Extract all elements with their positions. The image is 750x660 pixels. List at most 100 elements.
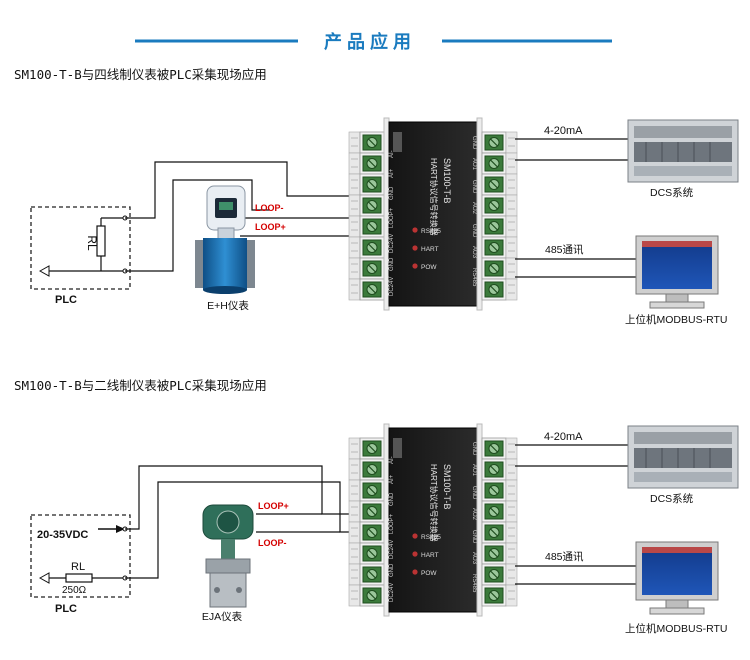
dcs-label: DCS系统 xyxy=(650,492,694,505)
meter-label: EJA仪表 xyxy=(202,610,243,623)
rs485-led-icon xyxy=(412,533,418,539)
meter-label: E+H仪表 xyxy=(207,299,249,312)
led-label-hart: HART xyxy=(421,552,439,559)
voltage-label: 20-35VDC xyxy=(37,529,88,541)
loop-minus-label: LOOP- xyxy=(258,538,287,548)
arrow-icon xyxy=(38,265,50,277)
svg-text:RS485: RS485 xyxy=(471,268,477,287)
plc-box xyxy=(30,206,131,290)
svg-text:AI+: AI+ xyxy=(389,474,395,484)
led-label-pow: POW xyxy=(421,264,437,271)
page-title: 产品应用 xyxy=(324,31,416,52)
svg-text:GND: GND xyxy=(471,530,477,544)
output-label: 4-20mA xyxy=(544,125,583,137)
svg-text:GND: GND xyxy=(471,136,477,150)
resistor-label: RL xyxy=(71,561,85,573)
svg-text:AO3: AO3 xyxy=(471,246,477,259)
pc-computer-icon xyxy=(635,541,719,615)
svg-text:AO1: AO1 xyxy=(471,464,477,477)
plc-box xyxy=(30,514,131,598)
svg-text:DC24V: DC24V xyxy=(389,583,395,602)
module-name: HART协议信号转换器 xyxy=(429,464,439,542)
module-name: HART协议信号转换器 xyxy=(429,158,439,236)
loop-plus-label: LOOP+ xyxy=(255,222,286,232)
svg-text:GND: GND xyxy=(471,224,477,238)
module-right-rail xyxy=(505,131,518,301)
eh-meter-icon xyxy=(195,185,255,294)
wire-plc-return xyxy=(125,481,362,579)
section-1-title: SM100-T-B与四线制仪表被PLC采集现场应用 xyxy=(14,67,267,82)
section-2-title: SM100-T-B与二线制仪表被PLC采集现场应用 xyxy=(14,378,267,393)
loop-minus-label: LOOP- xyxy=(255,203,284,213)
svg-text:GND: GND xyxy=(389,563,395,577)
svg-text:GND: GND xyxy=(471,442,477,456)
led-label-rs485: RS485 xyxy=(421,534,441,541)
section-1: SM100-T-B与四线制仪表被PLC采集现场应用 PLC RL LOOP- L… xyxy=(14,67,739,326)
dcs-label: DCS系统 xyxy=(650,186,694,199)
wire-plc-ai-plus xyxy=(125,179,270,272)
led-label-hart: HART xyxy=(421,246,439,253)
module-right-terminal-labels: GND AO1 GND AO2 GND AO3 RS485 xyxy=(471,442,477,593)
module-right-rail xyxy=(505,437,518,607)
module-face xyxy=(388,427,478,613)
svg-text:AI-: AI- xyxy=(389,150,395,158)
pc-label: 上位机MODBUS-RTU xyxy=(625,622,727,635)
svg-text:LOOP+: LOOP+ xyxy=(389,207,395,228)
module-left-rail xyxy=(348,131,361,301)
svg-text:GND: GND xyxy=(471,486,477,500)
module-left-rail xyxy=(348,437,361,607)
led-label-rs485: RS485 xyxy=(421,228,441,235)
arrow-icon xyxy=(116,525,125,533)
dcs-system-icon xyxy=(627,119,739,183)
converter-module-2: SM100-T-B HART协议信号转换器 RS485 HART POW AI-… xyxy=(348,423,518,617)
module-left-terminals xyxy=(359,437,385,607)
module-right-terminals xyxy=(481,131,507,301)
module-left-terminal-labels: AI- AI+ GND LOOP+ DC24V GND DC24V xyxy=(389,150,395,296)
svg-text:LOOP+: LOOP+ xyxy=(389,513,395,534)
svg-text:RS485: RS485 xyxy=(471,574,477,593)
pow-led-icon xyxy=(412,263,418,269)
svg-text:GND: GND xyxy=(389,186,395,200)
wire-plc-ai-minus xyxy=(125,161,362,219)
svg-text:GND: GND xyxy=(389,492,395,506)
eja-transmitter-icon xyxy=(202,504,254,608)
pow-led-icon xyxy=(412,569,418,575)
svg-text:AO1: AO1 xyxy=(471,158,477,171)
plc-label: PLC xyxy=(55,603,77,615)
pc-label: 上位机MODBUS-RTU xyxy=(625,313,727,326)
section-2: SM100-T-B与二线制仪表被PLC采集现场应用 PLC 20-35VDC R… xyxy=(14,378,739,635)
hart-led-icon xyxy=(412,551,418,557)
svg-text:DC24V: DC24V xyxy=(389,540,395,559)
svg-text:GND: GND xyxy=(389,257,395,271)
pc-computer-icon xyxy=(635,235,719,309)
module-model: SM100-T-B xyxy=(442,464,452,510)
resistor-label: RL xyxy=(85,235,99,251)
hart-led-icon xyxy=(412,245,418,251)
svg-text:DC24V: DC24V xyxy=(389,277,395,296)
dcs-system-icon xyxy=(627,425,739,489)
loop-plus-label: LOOP+ xyxy=(258,501,289,511)
resistor-value: 250Ω xyxy=(62,585,87,596)
module-leds: RS485 HART POW xyxy=(412,227,441,271)
page-header: 产品应用 xyxy=(135,31,612,52)
comm-label: 485通讯 xyxy=(545,550,584,563)
resistor-symbol xyxy=(65,573,93,583)
comm-label: 485通讯 xyxy=(545,243,584,256)
svg-text:GND: GND xyxy=(471,180,477,194)
rs485-led-icon xyxy=(412,227,418,233)
module-leds: RS485 HART POW xyxy=(412,533,441,577)
module-right-terminals xyxy=(481,437,507,607)
module-left-terminal-labels: AI- AI+ GND LOOP+ DC24V GND DC24V xyxy=(389,456,395,602)
module-right-terminal-labels: GND AO1 GND AO2 GND AO3 RS485 xyxy=(471,136,477,287)
wire-plc-supply xyxy=(125,465,362,530)
module-left-terminals xyxy=(359,131,385,301)
module-model: SM100-T-B xyxy=(442,158,452,204)
svg-text:AO2: AO2 xyxy=(471,202,477,215)
svg-text:DC24V: DC24V xyxy=(389,234,395,253)
svg-text:AO2: AO2 xyxy=(471,508,477,521)
led-label-pow: POW xyxy=(421,570,437,577)
svg-text:AO3: AO3 xyxy=(471,552,477,565)
svg-text:AI-: AI- xyxy=(389,456,395,464)
arrow-icon xyxy=(38,572,50,584)
